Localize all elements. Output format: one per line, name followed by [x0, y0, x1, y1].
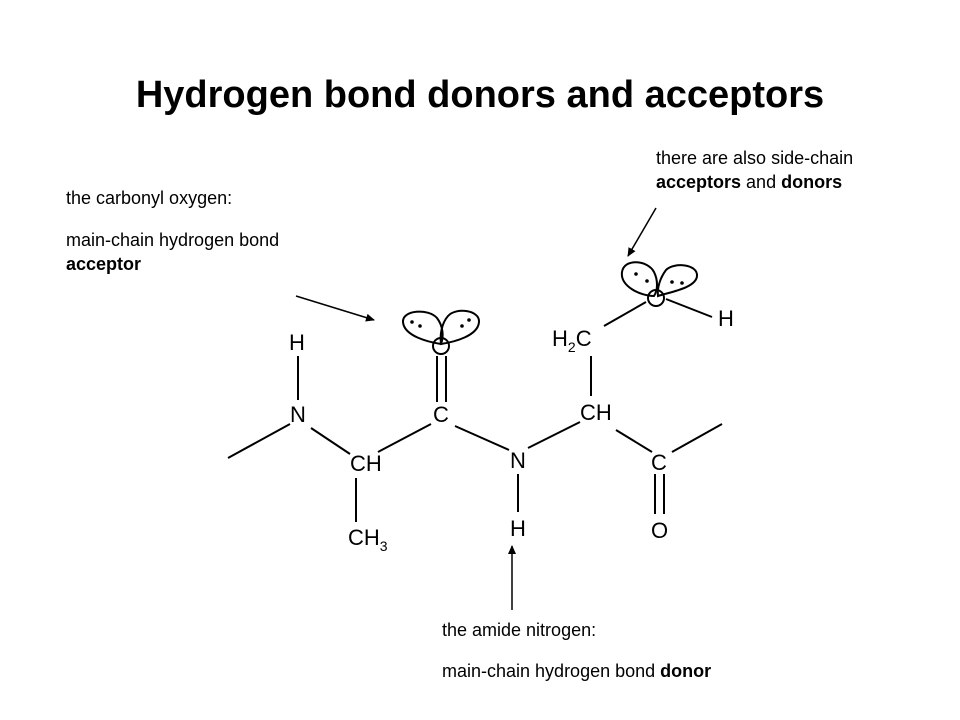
bond-c1-n2 — [454, 425, 510, 451]
lone-pair-dots — [410, 318, 471, 328]
bond-ch2-c2 — [615, 429, 653, 453]
atom-h3: H — [718, 306, 734, 331]
atom-h1: H — [289, 330, 305, 355]
arrow-to-carbonyl — [295, 295, 375, 322]
carbonyl-note-acceptor: acceptor — [66, 254, 142, 274]
bond-ch1-c1 — [377, 423, 432, 453]
atom-n2: N — [510, 448, 526, 473]
amide-note-body: main-chain hydrogen bond donor — [442, 659, 711, 683]
sidechain-note-donors: donors — [781, 172, 843, 192]
sidechain-lone-pair-dots — [634, 272, 684, 285]
atom-ch2: CH — [580, 400, 612, 425]
atom-n1: N — [290, 402, 306, 427]
atom-h2: H — [510, 516, 526, 541]
atom-h2c-c: C — [576, 326, 592, 351]
atom-ch3-subscript: 3 — [380, 538, 388, 554]
atom-h2c-h: H — [552, 326, 568, 351]
carbonyl-oxygen-lone-pairs — [402, 309, 480, 355]
arrow-to-sidechain — [627, 207, 657, 257]
atom-c2: C — [651, 450, 667, 475]
bond-chain-n1 — [227, 423, 291, 459]
sidechain-note-acceptors: acceptors — [656, 172, 742, 192]
atom-ch3: CH3 — [348, 525, 388, 554]
bond-n2-ch2 — [527, 421, 581, 449]
atom-o2: O — [651, 518, 668, 543]
carbonyl-note-line1: main-chain hydrogen bond — [66, 230, 280, 250]
page-title: Hydrogen bond donors and acceptors — [135, 74, 825, 116]
bond-o-h3 — [665, 298, 713, 318]
atom-h2c: H2C — [552, 326, 592, 355]
sidechain-note-line1: there are also side-chain — [656, 148, 854, 168]
sidechain-note-and: and — [741, 172, 782, 192]
bond-lines — [227, 298, 723, 522]
atom-c1: C — [433, 402, 449, 427]
sidechain-note: there are also side-chain acceptors and … — [656, 146, 956, 194]
carbonyl-note-heading: the carbonyl oxygen: — [66, 188, 233, 208]
atom-h2c-subscript: 2 — [568, 339, 576, 355]
lone-pair-lobe-right — [439, 309, 480, 346]
atom-ch3-main: CH — [348, 525, 380, 550]
sidechain-lobe-right — [656, 264, 698, 298]
amide-note-prefix: main-chain hydrogen bond — [442, 661, 661, 681]
sidechain-oxygen-lone-pairs — [620, 261, 698, 307]
carbonyl-note-body: main-chain hydrogen bond acceptor — [66, 228, 366, 276]
bond-h2c-o — [603, 301, 647, 327]
bond-c2-chain — [671, 423, 723, 453]
atom-ch1: CH — [350, 451, 382, 476]
lone-pair-lobe-left — [402, 310, 444, 346]
bond-n1-ch1 — [310, 427, 351, 455]
amide-note-donor: donor — [660, 661, 712, 681]
amide-note-heading: the amide nitrogen: — [442, 620, 597, 640]
sidechain-lobe-left — [620, 261, 658, 298]
